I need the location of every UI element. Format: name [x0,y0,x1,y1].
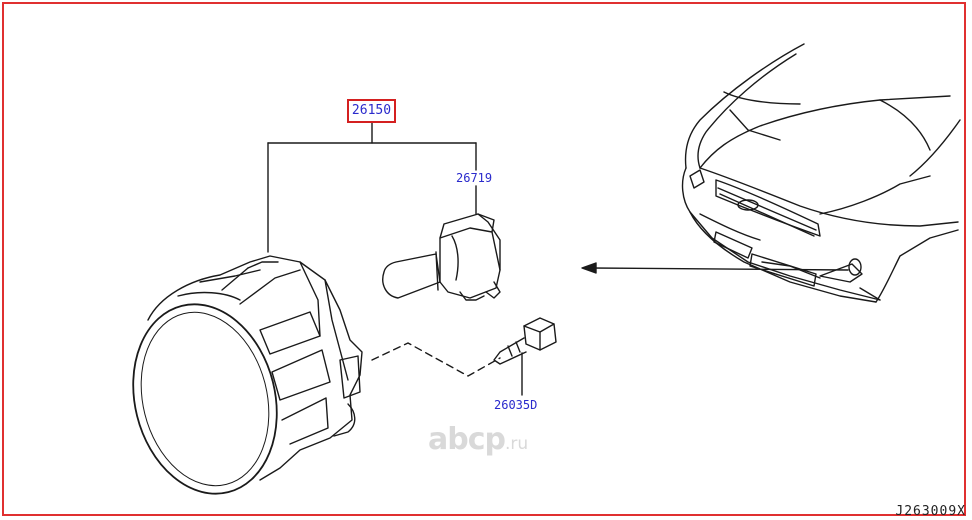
leader-lines [267,122,523,396]
part-number-fog-lamp-assembly[interactable]: 26150 [347,99,396,123]
watermark-logo: abcp.ru [428,422,529,457]
location-arrow [581,262,849,274]
part-number-screw[interactable]: 26035D [494,398,538,412]
dashed-install-line [371,342,501,377]
fog-lamp-illustration [132,255,363,495]
bulb-illustration [382,213,501,301]
vehicle-front-illustration [681,43,961,303]
part-number-bulb[interactable]: 26719 [456,171,493,185]
screw-illustration [493,317,557,365]
diagram-code: J263009X [895,504,966,519]
